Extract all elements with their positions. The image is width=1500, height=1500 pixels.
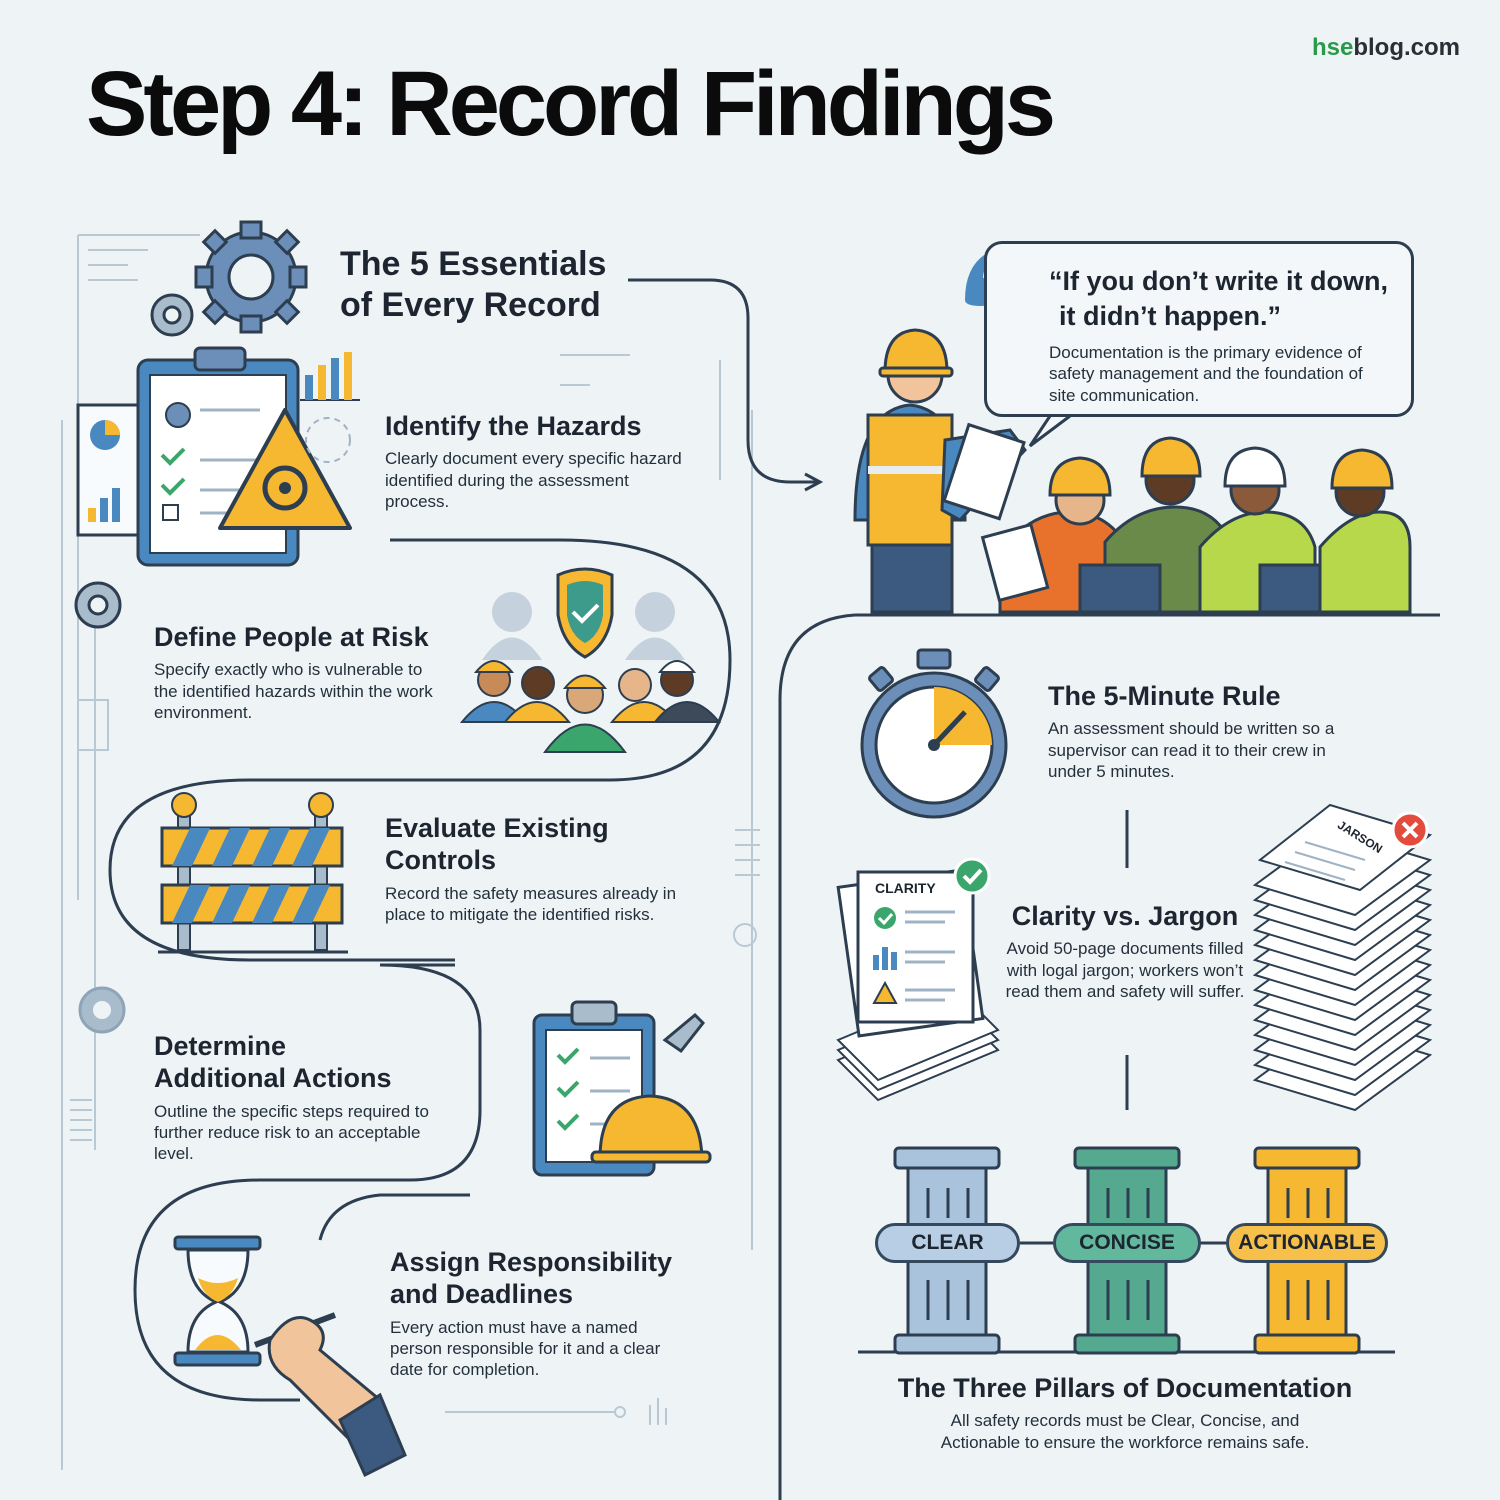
three-pillars: The Three Pillars of Documentation All s… [870,1372,1380,1453]
brand-part1: hse [1311,34,1354,61]
essential-text: Clearly document every specific hazard i… [385,449,682,511]
stopwatch-icon [860,648,1008,819]
essential-define-people: Define People at Risk Specify exactly wh… [154,621,449,723]
pillar-label-clear: CLEAR [875,1223,1020,1263]
gear-icon [74,581,122,629]
essential-title-line2: Additional Actions [154,1063,392,1094]
jargon-stack-icon [1252,803,1433,1112]
checklist-hardhat-icon [532,1000,712,1177]
quote-line2: it didn’t happen.” [1059,301,1281,332]
pillar-label-actionable: ACTIONABLE [1226,1223,1388,1263]
clarity-text: Avoid 50-page documents filled with loga… [1005,939,1245,1001]
clarity-title: Clarity vs. Jargon [1011,901,1239,931]
clarity-vs-jargon: Clarity vs. Jargon Avoid 50-page documen… [1005,900,1245,1002]
gear-icon [194,220,308,334]
essential-title: Identify the Hazards [385,411,642,441]
essential-text: Outline the specific steps required to f… [154,1101,429,1164]
essential-identify-hazards: Identify the Hazards Clearly document ev… [385,410,685,512]
page-title: Step 4: Record Findings [86,53,1056,155]
gear-icon [78,986,126,1034]
essential-title-line2: Controls [385,845,496,876]
five-minute-text: An assessment should be written so a sup… [1048,719,1335,781]
essential-title-line2: and Deadlines [390,1279,574,1310]
quote-callout: “If you don’t write it down, it didn’t ha… [984,241,1414,417]
essential-text: Specify exactly who is vulnerable to the… [154,660,433,722]
brand-part2: blog.com [1353,34,1460,61]
five-minute-title: The 5-Minute Rule [1048,681,1281,711]
circuit-lines [61,234,760,1470]
five-minute-rule: The 5-Minute Rule An assessment should b… [1048,680,1358,782]
essential-title-line1: Assign Responsibility [390,1247,673,1277]
hourglass-icon [173,1235,407,1478]
essential-text: Every action must have a named person re… [390,1317,661,1380]
quote-line1: “If you don’t write it down, [1049,266,1388,296]
essential-title: Define People at Risk [154,622,429,652]
essential-title-line1: Determine [154,1031,287,1061]
pillars-text: All safety records must be Clear, Concis… [940,1411,1310,1452]
quote-text: Documentation is the primary evidence of… [1049,343,1363,405]
clarity-document-icon [836,857,1000,1102]
barrier-icon [158,792,348,954]
workers-meeting-illustration [853,328,1412,614]
essential-text: Record the safety measures already in pl… [385,883,677,925]
small-gear-icon [150,293,194,337]
pillar-label-concise: CONCISE [1053,1223,1201,1263]
bar-chart-icon [300,352,360,463]
clipboard-hazard-icon [76,346,352,567]
reject-icon [1391,811,1429,849]
essentials-heading-line2: of Every Record [340,285,601,324]
essential-title-line1: Evaluate Existing [385,813,609,843]
clarity-doc-label: CLARITY [875,880,936,896]
essentials-heading-line1: The 5 Essentials [340,245,607,283]
speech-tail [1028,414,1071,448]
people-at-risk-icon [459,567,722,753]
pillars-title: The Three Pillars of Documentation [897,1373,1353,1403]
brand-logo: hseblog.com [1312,34,1460,62]
